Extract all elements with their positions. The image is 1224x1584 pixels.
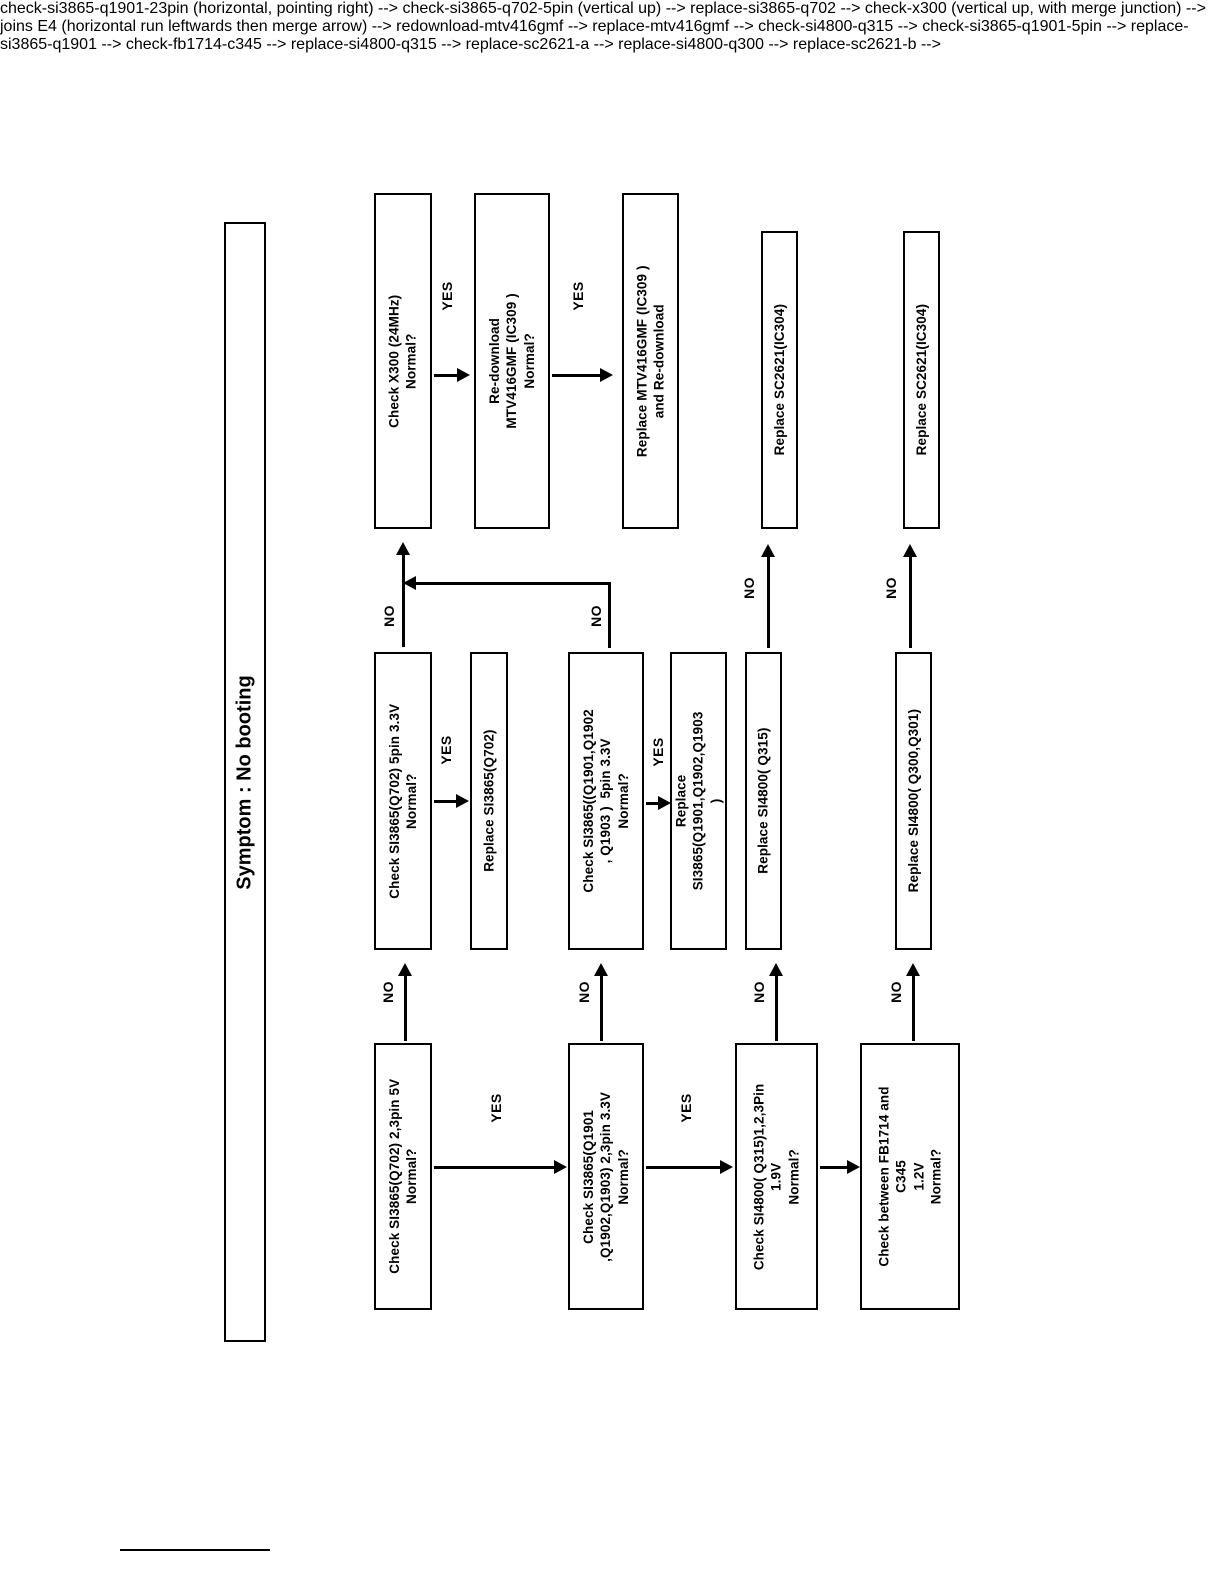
- edge-no-replace-q300-to-sc2621: [909, 553, 912, 648]
- edge-no-q1901-5-to-merge-horizontal: [416, 582, 610, 585]
- edge-yes-q702-5-to-replace-arrowhead: [456, 794, 469, 808]
- node-replace-sc2621-b-label: Replace SC2621(IC304): [913, 304, 929, 456]
- edge-yes-q702-to-q1901: [434, 1166, 556, 1169]
- page-title-box: Symptom : No booting: [224, 222, 266, 1342]
- node-check-fb1714-c345[interactable]: Check between FB1714 and C345 1.2V Norma…: [860, 1043, 960, 1310]
- edge-label-no-q1901-5-to-merge: NO: [588, 605, 604, 627]
- edge-yes-q702-to-q1901-arrowhead: [554, 1160, 567, 1174]
- edge-no-q702-5-to-x300-arrowhead: [396, 542, 410, 555]
- edge-yes-q1901-23-to-si4800: [646, 1166, 724, 1169]
- edge-no-q1901-5-to-merge-vertical: [608, 582, 611, 648]
- edge-no-q702-23-to-q702-5: [404, 975, 407, 1041]
- edge-yes-q1901-5-to-replace-arrowhead: [658, 796, 671, 810]
- node-check-si3865-q702-23pin[interactable]: Check SI3865(Q702) 2,3pin 5V Normal?: [374, 1043, 432, 1310]
- node-replace-si3865-q1901[interactable]: Replace SI3865(Q1901,Q1902,Q1903 ): [670, 652, 727, 950]
- edge-label-no-q702-23-to-q702-5: NO: [380, 981, 396, 1003]
- edge-label-yes-q702-5-to-replace: YES: [438, 735, 454, 765]
- edge-yes-x300-to-redownload-arrowhead: [457, 368, 470, 382]
- edge-no-replace-q315-to-sc2621-arrowhead: [761, 544, 775, 557]
- edge-no-replace-q315-to-sc2621-stem: [767, 553, 770, 583]
- node-replace-sc2621-a[interactable]: Replace SC2621(IC304): [761, 231, 798, 529]
- edge-yes-q1901-5-to-replace: [646, 802, 662, 805]
- edge-si4800-to-fb1714-arrowhead: [847, 1160, 860, 1174]
- node-check-si3865-q1901-23pin[interactable]: Check SI3865(Q1901 ,Q1902,Q1903) 2,3pin …: [568, 1043, 644, 1310]
- edge-no-si4800-to-replace-q315: [775, 975, 778, 1041]
- edge-label-no-q1901-23-to-q1901-5: NO: [576, 981, 592, 1003]
- edge-yes-x300-to-redownload: [434, 374, 461, 377]
- node-replace-mtv416gmf[interactable]: Replace MTV416GMF (IC309 ) and Re-downlo…: [622, 193, 679, 529]
- node-replace-si4800-q300[interactable]: Replace SI4800( Q300,Q301): [895, 652, 932, 950]
- edge-label-no-replace-q300-to-sc2621: NO: [883, 577, 899, 599]
- node-check-x300[interactable]: Check X300 (24MHz) Normal?: [374, 193, 432, 529]
- edge-no-replace-q300-to-sc2621-arrowhead: [903, 544, 917, 557]
- edge-label-yes-q702-to-q1901: YES: [488, 1093, 504, 1123]
- edge-no-si4800-to-replace-q315-arrowhead: [769, 963, 783, 976]
- edge-no-fb1714-to-replace-q300-arrowhead: [906, 963, 920, 976]
- edge-yes-redownload-to-replace: [552, 374, 604, 377]
- edge-label-yes-q1901-23-to-si4800: YES: [678, 1093, 694, 1123]
- node-check-si4800-q315[interactable]: Check SI4800( Q315)1,2,3Pin 1.9V Normal?: [735, 1043, 818, 1310]
- node-check-si3865-q702-5pin[interactable]: Check SI3865(Q702) 5pin 3.3V Normal?: [374, 652, 432, 950]
- node-replace-si4800-q300-label: Replace SI4800( Q300,Q301): [905, 709, 921, 893]
- edge-no-replace-q315-to-sc2621: [767, 578, 770, 648]
- edge-no-q1901-5-to-merge-arrowhead: [403, 576, 416, 590]
- edge-label-yes-x300-to-redownload: YES: [439, 281, 455, 311]
- edge-label-no-replace-q315-to-sc2621: NO: [741, 577, 757, 599]
- node-replace-sc2621-a-label: Replace SC2621(IC304): [771, 304, 787, 456]
- edge-label-yes-q1901-5-to-replace: YES: [650, 737, 666, 767]
- edge-no-fb1714-to-replace-q300: [912, 975, 915, 1041]
- page-title: Symptom : No booting: [233, 674, 256, 890]
- node-replace-mtv416gmf-label: Replace MTV416GMF (IC309 ) and Re-downlo…: [634, 265, 667, 457]
- edge-label-yes-redownload-to-replace: YES: [570, 281, 586, 311]
- edge-no-q1901-23-to-q1901-5-arrowhead: [594, 963, 608, 976]
- node-replace-si4800-q315[interactable]: Replace SI4800( Q315): [745, 652, 782, 950]
- edge-no-q1901-23-to-q1901-5: [600, 975, 603, 1041]
- node-check-si3865-q1901-5pin-label: Check SI3865((Q1901,Q1902 , Q1903 ) 5pin…: [581, 709, 631, 893]
- node-replace-si3865-q1901-label: Replace SI3865(Q1901,Q1902,Q1903 ): [673, 711, 724, 891]
- node-check-si3865-q1901-5pin[interactable]: Check SI3865((Q1901,Q1902 , Q1903 ) 5pin…: [568, 652, 644, 950]
- node-check-si3865-q1901-23pin-label: Check SI3865(Q1901 ,Q1902,Q1903) 2,3pin …: [581, 1091, 631, 1262]
- node-replace-si3865-q702[interactable]: Replace SI3865(Q702): [470, 652, 508, 950]
- node-replace-si3865-q702-label: Replace SI3865(Q702): [481, 729, 497, 873]
- page-footer-rule: [120, 1549, 270, 1551]
- node-check-x300-label: Check X300 (24MHz) Normal?: [386, 294, 420, 428]
- node-check-fb1714-c345-label: Check between FB1714 and C345 1.2V Norma…: [876, 1086, 944, 1267]
- edge-label-no-q702-5-to-x300: NO: [381, 605, 397, 627]
- node-redownload-mtv416gmf[interactable]: Re-download MTV416GMF (IC309 ) Normal?: [474, 193, 550, 529]
- edge-label-no-fb1714-to-replace-q300: NO: [888, 981, 904, 1003]
- node-check-si3865-q702-23pin-label: Check SI3865(Q702) 2,3pin 5V Normal?: [386, 1079, 419, 1274]
- node-check-si4800-q315-label: Check SI4800( Q315)1,2,3Pin 1.9V Normal?: [751, 1083, 802, 1270]
- edge-no-q702-5-to-x300: [402, 555, 405, 647]
- edge-no-q702-23-to-q702-5-arrowhead: [398, 963, 412, 976]
- edge-si4800-to-fb1714: [820, 1166, 850, 1169]
- node-redownload-mtv416gmf-label: Re-download MTV416GMF (IC309 ) Normal?: [487, 293, 537, 429]
- node-check-si3865-q702-5pin-label: Check SI3865(Q702) 5pin 3.3V Normal?: [386, 703, 419, 899]
- edge-yes-q702-5-to-replace: [434, 800, 460, 803]
- node-replace-si4800-q315-label: Replace SI4800( Q315): [755, 727, 771, 875]
- edge-yes-q1901-23-to-si4800-arrowhead: [720, 1160, 733, 1174]
- edge-yes-redownload-to-replace-arrowhead: [600, 368, 613, 382]
- node-replace-sc2621-b[interactable]: Replace SC2621(IC304): [903, 231, 940, 529]
- edge-label-no-si4800-to-replace-q315: NO: [751, 981, 767, 1003]
